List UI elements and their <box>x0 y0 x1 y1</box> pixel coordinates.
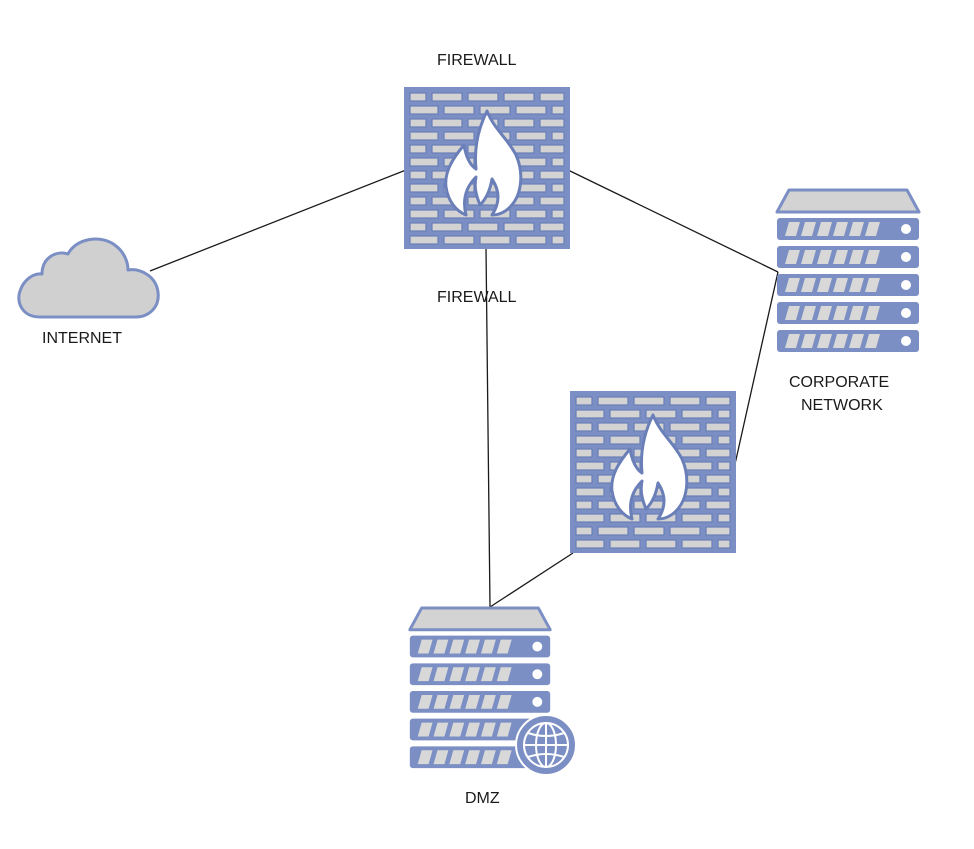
firewall-icon <box>404 87 570 249</box>
internet-label: INTERNET <box>42 330 122 347</box>
firewall-top-label: FIREWALL <box>437 52 517 69</box>
corporate-network-label-line1: CORPORATE <box>789 374 890 391</box>
server-rack-icon <box>777 190 919 352</box>
edge-firewall-corporate-2 <box>732 271 779 474</box>
firewall-mid-label: FIREWALL <box>437 289 517 306</box>
corporate-network-label-line2: NETWORK <box>801 397 883 414</box>
firewall-icon <box>570 391 736 553</box>
edge-firewall-corporate <box>567 169 779 273</box>
globe-icon <box>515 714 577 776</box>
edge-internet-firewall <box>149 169 407 272</box>
dmz-label: DMZ <box>465 790 500 807</box>
web-server-icon <box>410 608 577 776</box>
cloud-icon <box>17 237 160 319</box>
edge-dmz-firewall <box>489 552 574 608</box>
edge-firewall-dmz <box>485 247 491 608</box>
connections <box>149 169 779 608</box>
